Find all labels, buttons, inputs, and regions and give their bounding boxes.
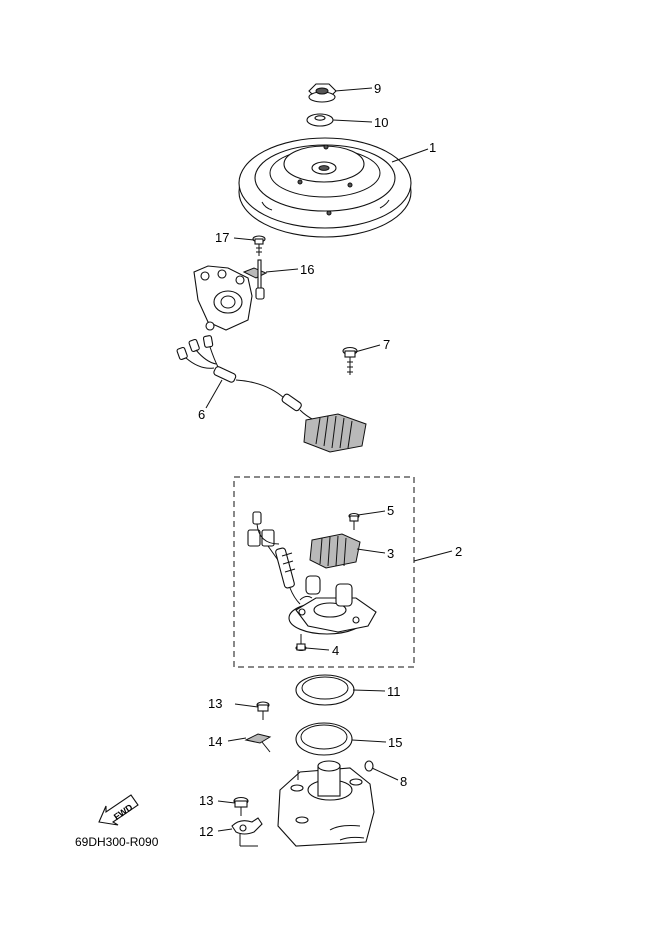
screw-17	[252, 235, 266, 256]
callout-13-lower: 13	[199, 793, 213, 808]
callout-2: 2	[455, 544, 462, 559]
washer	[306, 113, 334, 127]
pin-8	[364, 760, 374, 772]
callout-17: 17	[215, 230, 229, 245]
callout-10: 10	[374, 115, 388, 130]
forward-direction-arrow-icon: FWD	[98, 794, 139, 826]
cdi-unit-lead	[176, 335, 367, 453]
screw-4	[295, 634, 307, 652]
callout-6: 6	[198, 407, 205, 422]
throttle-lever	[242, 259, 268, 300]
callout-7: 7	[383, 337, 390, 352]
callout-12: 12	[199, 824, 213, 839]
callout-4: 4	[332, 643, 339, 658]
callout-14: 14	[208, 734, 222, 749]
gasket-ring	[295, 722, 353, 756]
callout-5: 5	[387, 503, 394, 518]
screw-5	[348, 512, 360, 530]
power-head-base	[277, 760, 375, 847]
flywheel-nut	[308, 83, 337, 103]
clamp-14	[244, 733, 272, 753]
diagram-code: 69DH300-R090	[75, 835, 159, 849]
callout-3: 3	[387, 546, 394, 561]
callout-16: 16	[300, 262, 314, 277]
oil-seal-ring	[295, 674, 355, 706]
screw-13-lower	[233, 796, 249, 816]
stator-assembly-group-box	[233, 476, 415, 668]
screw-13-upper	[256, 701, 270, 720]
callout-9: 9	[374, 81, 381, 96]
timing-plate	[193, 265, 253, 331]
stator-assembly	[247, 511, 377, 635]
callout-8: 8	[400, 774, 407, 789]
callout-15: 15	[388, 735, 402, 750]
callout-11: 11	[387, 684, 401, 699]
callout-1: 1	[429, 140, 436, 155]
clamp-12	[231, 817, 263, 835]
flywheel	[238, 137, 412, 238]
callout-labels: 9 10 1 17 16 7 6 5 3 2 4 11 13 14 15 8 1…	[198, 81, 462, 839]
leader-lines	[205, 87, 453, 847]
callout-13-upper: 13	[208, 696, 222, 711]
